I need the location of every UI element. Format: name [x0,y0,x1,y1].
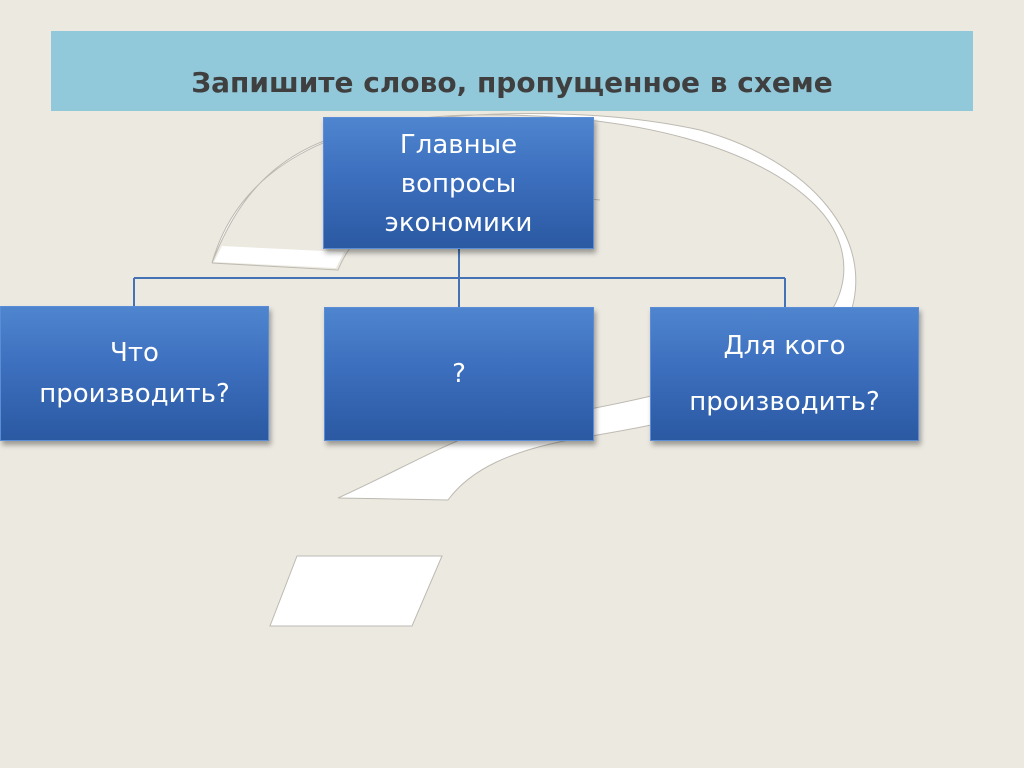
child-node-what: Что производить? [0,306,269,441]
child-node-missing-line-1: ? [452,354,466,395]
root-node-line-1: Главные [385,126,533,165]
child-node-missing: ? [324,307,594,441]
child-node-for-whom: Для кого производить? [650,307,919,441]
child-node-what-text: Что производить? [39,333,230,415]
child-node-for-whom-line-2: производить? [689,374,880,430]
child-node-missing-text: ? [452,354,466,395]
child-node-what-line-2: производить? [39,374,230,415]
child-node-for-whom-line-1: Для кого [689,318,880,374]
root-node: Главные вопросы экономики [323,117,594,249]
root-node-line-3: экономики [385,204,533,243]
child-node-for-whom-text: Для кого производить? [689,318,880,430]
child-node-what-line-1: Что [39,333,230,374]
root-node-text: Главные вопросы экономики [385,126,533,243]
root-node-line-2: вопросы [385,165,533,204]
